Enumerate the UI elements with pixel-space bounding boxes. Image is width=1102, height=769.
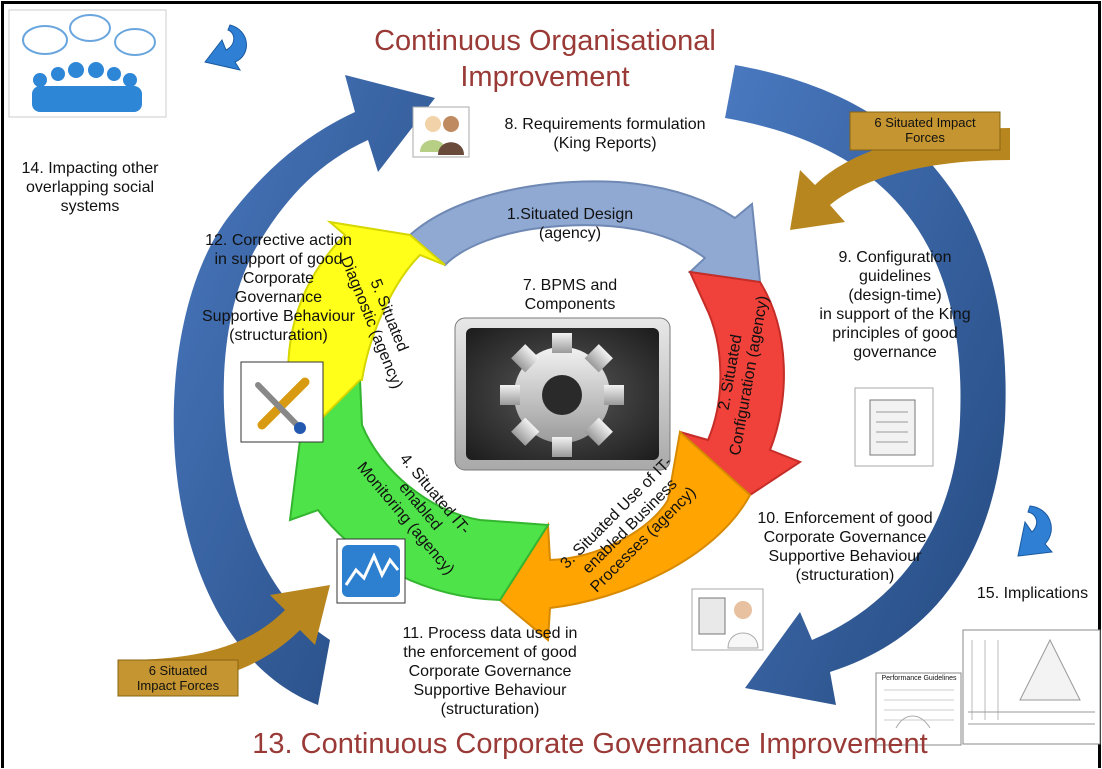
segment-use (498, 430, 752, 643)
people-icon (8, 9, 167, 118)
segment-label-design: 1.Situated Design (agency) (506, 206, 634, 242)
curved-arrow-icon (204, 24, 247, 71)
force-arrow-bottom-left (117, 585, 330, 697)
label-process-data: 11. Process data used in the enforcement… (402, 625, 578, 718)
title-top: Continuous Organisational Improvement (374, 25, 716, 93)
outer-arrow-right (725, 65, 1006, 705)
implications-pyramid-thumbnail (962, 629, 1101, 745)
segment-configuration (679, 270, 803, 497)
users-icon (412, 106, 470, 158)
performance-guidelines-caption: Performance Guidelines (881, 675, 957, 682)
label-configuration-guidelines: 9. Configuration guidelines (design-time… (819, 249, 971, 361)
chart-icon (336, 538, 406, 604)
segment-design (408, 180, 762, 284)
force-arrow-top-right (790, 111, 1010, 230)
label-enforcement: 10. Enforcement of good Corporate Govern… (757, 510, 933, 584)
title-bottom: 13. Continuous Corporate Governance Impr… (252, 728, 928, 760)
label-impacting-other-systems: 14. Impacting other overlapping social s… (21, 160, 159, 215)
outer-arrow-left (173, 75, 435, 705)
label-requirements-formulation: 8. Requirements formulation (King Report… (504, 116, 706, 152)
force-label-bottom-left: 6 Situated Impact Forces (136, 663, 220, 693)
down-arrow-icon (1017, 505, 1054, 557)
doctor-icon (691, 588, 764, 651)
force-label-top-right: 6 Situated Impact Forces (874, 115, 976, 145)
label-corrective-action: 12. Corrective action in support of good… (202, 232, 355, 344)
label-bpms-components: 7. BPMS and Components (522, 277, 618, 313)
tools-icon (240, 361, 324, 443)
gear-icon (454, 317, 671, 471)
label-implications: 15. Implications (976, 585, 1089, 602)
scroll-icon (854, 387, 934, 467)
outer-cycle-arrows (173, 65, 1006, 705)
performance-guidelines-thumbnail (875, 672, 962, 746)
